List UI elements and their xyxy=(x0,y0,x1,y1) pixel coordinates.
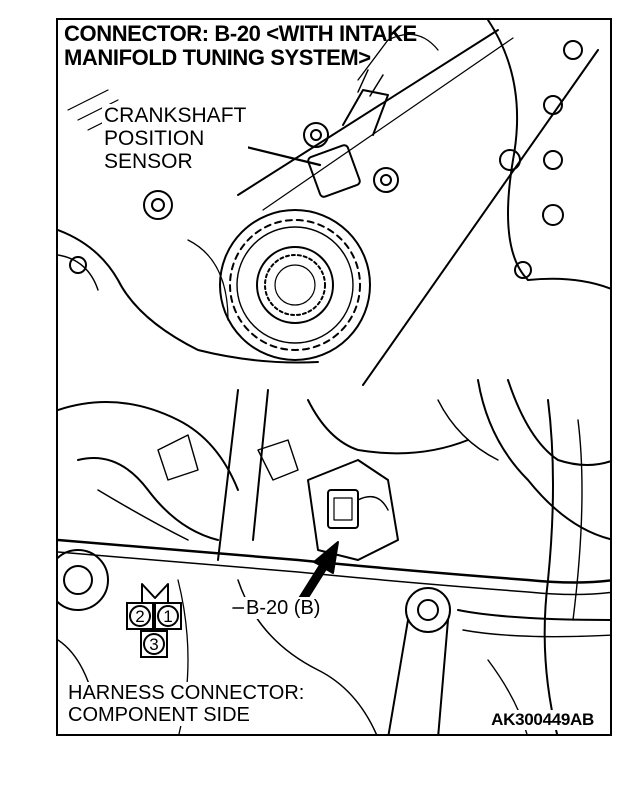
sprocket-hub xyxy=(256,246,334,324)
sensor-label-line-1: CRANKSHAFT xyxy=(104,104,247,127)
connector-id-label: B-20 (B) xyxy=(244,597,323,619)
pin-1: 1 xyxy=(154,602,182,630)
title-line-2: MANIFOLD TUNING SYSTEM> xyxy=(64,45,371,70)
crankshaft-sensor xyxy=(303,69,399,198)
sprocket-outer xyxy=(219,209,371,361)
sensor-label-line-3: SENSOR xyxy=(104,150,193,173)
page-title: CONNECTOR: B-20 <WITH INTAKE MANIFOLD TU… xyxy=(64,22,417,70)
pin-2: 2 xyxy=(126,602,154,630)
harness-label-line-1: HARNESS CONNECTOR: xyxy=(68,682,305,704)
diagram-frame: CONNECTOR: B-20 <WITH INTAKE MANIFOLD TU… xyxy=(56,18,612,736)
sensor-label: CRANKSHAFT POSITION SENSOR xyxy=(102,104,249,173)
connector-face: 2 1 3 xyxy=(120,580,190,670)
figure-code: AK300449AB xyxy=(489,710,596,730)
sprocket-teeth xyxy=(229,219,361,351)
harness-label-line-2: COMPONENT SIDE xyxy=(68,704,250,726)
harness-label: HARNESS CONNECTOR: COMPONENT SIDE xyxy=(66,682,307,726)
title-line-1: CONNECTOR: B-20 <WITH INTAKE xyxy=(64,21,417,46)
sensor-label-line-2: POSITION xyxy=(104,127,205,150)
connector-latch-icon xyxy=(141,583,169,604)
pin-3: 3 xyxy=(140,630,168,658)
crankshaft-view xyxy=(58,20,610,386)
b20-connector xyxy=(327,489,359,529)
